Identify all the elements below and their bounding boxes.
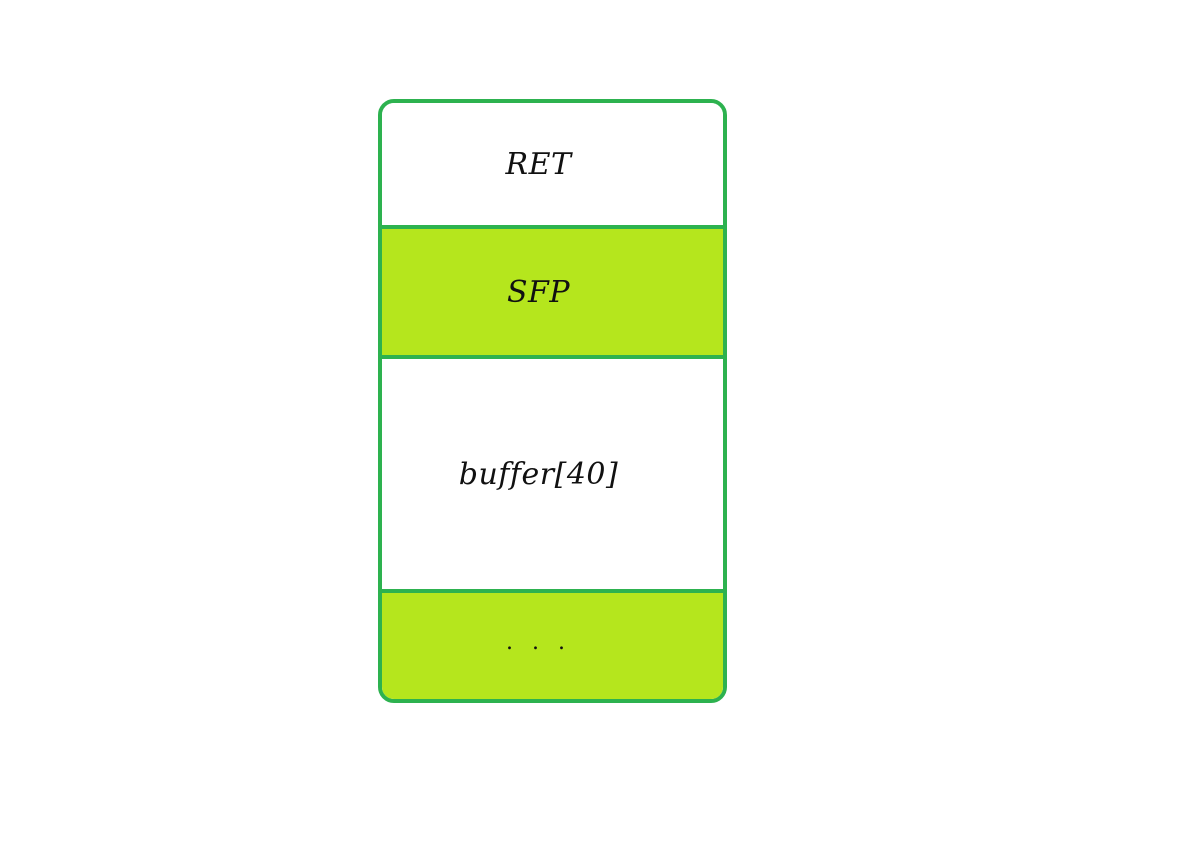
stack-frame: RET SFP buffer[40] . . . <box>378 99 727 703</box>
stack-cell-label: buffer[40] <box>458 456 619 492</box>
stack-cell-label: SFP <box>506 274 571 310</box>
stack-cell-sfp: SFP <box>382 225 723 355</box>
stack-cell-ellipsis: . . . <box>382 589 723 699</box>
stack-cell-label: . . . <box>506 629 571 655</box>
stack-cell-ret: RET <box>382 103 723 225</box>
stack-cell-label: RET <box>505 146 572 182</box>
stack-cell-buffer: buffer[40] <box>382 355 723 589</box>
